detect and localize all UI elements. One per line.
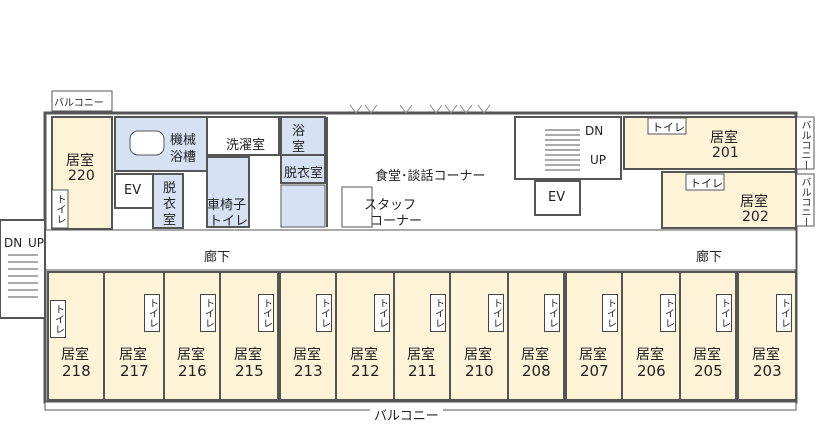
ev-center-label: EV [548,190,566,205]
toilet-label: トイレ [716,294,732,332]
room-label: 居室 [521,347,549,363]
room-number: 207 [580,362,609,380]
ev-left-label: EV [124,183,142,198]
room-number: 215 [235,362,264,380]
room-label: 居室 [119,347,147,363]
room-label: 居室 [752,347,780,363]
wheelchair-toilet [206,156,250,228]
staff-label-1: スタッフ [364,198,417,213]
room-number: 205 [694,362,723,380]
balcony-top-left [51,90,113,112]
room-label: 居室 [234,347,262,363]
room-number: 210 [465,362,494,380]
toilet-label: トイレ [544,294,560,332]
balcony-top-left-label: バルコニー [54,98,104,109]
staff-counter [341,186,373,228]
toilet-220 [51,189,69,229]
left-stair-dn: DN [4,236,23,250]
dressing-left-label-3: 室 [163,213,177,228]
ev-center [534,180,581,216]
bathtub-shape [129,130,165,156]
window-marks [349,104,491,114]
room-202-number: 202 [742,209,769,225]
bottom-rooms [47,271,797,401]
toilet-label: トイレ [258,294,274,332]
corridor-left-label: 廊下 [204,250,231,265]
toilet-label: トイレ [374,294,390,332]
toilet-label: トイレ [200,294,216,332]
room-label: 居室 [693,347,721,363]
room-label: 居室 [61,347,89,363]
room-number: 208 [522,362,551,380]
room-number: 206 [637,362,666,380]
room-201-label: 居室 [710,130,738,146]
bath-label-2: 室 [292,140,306,155]
corridor-right-label: 廊下 [696,250,723,265]
corridor [44,229,797,271]
dining-label: 食堂･談話コーナー [375,169,486,184]
ev-left [114,173,154,209]
room-label: 居室 [636,347,664,363]
room-number: 216 [178,362,207,380]
center-stair-treads [545,129,580,171]
room-label: 居室 [177,347,205,363]
utility-block [280,184,326,228]
toilet-202 [685,173,725,191]
left-stair-treads [8,254,38,298]
room-label: 居室 [350,347,378,363]
toilet-202-label: トイレ [690,177,723,190]
dressing-left-label-2: 衣 [163,197,177,212]
toilet-label: トイレ [430,294,446,332]
toilet-220-label: トイレ [54,194,65,224]
room-label: 居室 [464,347,492,363]
balcony-right-2-label: バルコニー [799,177,810,227]
bath-label-1: 浴 [292,124,306,139]
dressing-room-left [152,173,184,229]
toilet-label: トイレ [660,294,676,332]
wheelchair-label-2: トイレ [209,214,249,229]
room-number: 203 [753,362,782,380]
toilet-label: トイレ [144,294,160,332]
dressing-right-label: 脱衣室 [284,166,324,181]
center-stair-block [514,116,622,180]
center-stair-up: UP [590,153,607,167]
dressing-room-right [280,154,326,184]
room-202 [661,171,797,229]
room-201-number: 201 [712,145,739,161]
balcony-bottom-label: バルコニー [370,405,443,424]
room-220-number: 220 [68,168,95,184]
dressing-left-label-1: 脱 [163,181,177,196]
left-stair-up: UP [28,236,45,250]
room-label: 居室 [293,347,321,363]
room-label: 居室 [407,347,435,363]
bath-room [280,116,326,156]
toilet-201-label: トイレ [652,121,685,134]
machine-bath-label-2: 浴槽 [170,150,197,165]
room-number: 211 [408,362,437,380]
room-label: 居室 [579,347,607,363]
laundry-room [206,116,280,156]
room-number: 217 [120,362,149,380]
toilet-label: トイレ [50,300,66,338]
toilet-label: トイレ [602,294,618,332]
laundry-label: 洗濯室 [226,138,266,153]
room-202-label: 居室 [740,194,768,210]
center-stair-dn: DN [585,124,604,138]
toilet-label: トイレ [488,294,504,332]
toilet-label: トイレ [316,294,332,332]
wheelchair-label-1: 車椅子 [207,198,247,213]
toilet-label: トイレ [776,294,792,332]
balcony-right-1-label: バルコニー [799,120,810,170]
room-number: 218 [62,362,91,380]
room-number: 213 [294,362,323,380]
staff-label-2: コーナー [370,214,423,229]
room-220-label: 居室 [66,153,94,169]
toilet-201 [647,117,687,135]
machine-bath-label-1: 機械 [170,133,197,148]
room-number: 212 [351,362,380,380]
